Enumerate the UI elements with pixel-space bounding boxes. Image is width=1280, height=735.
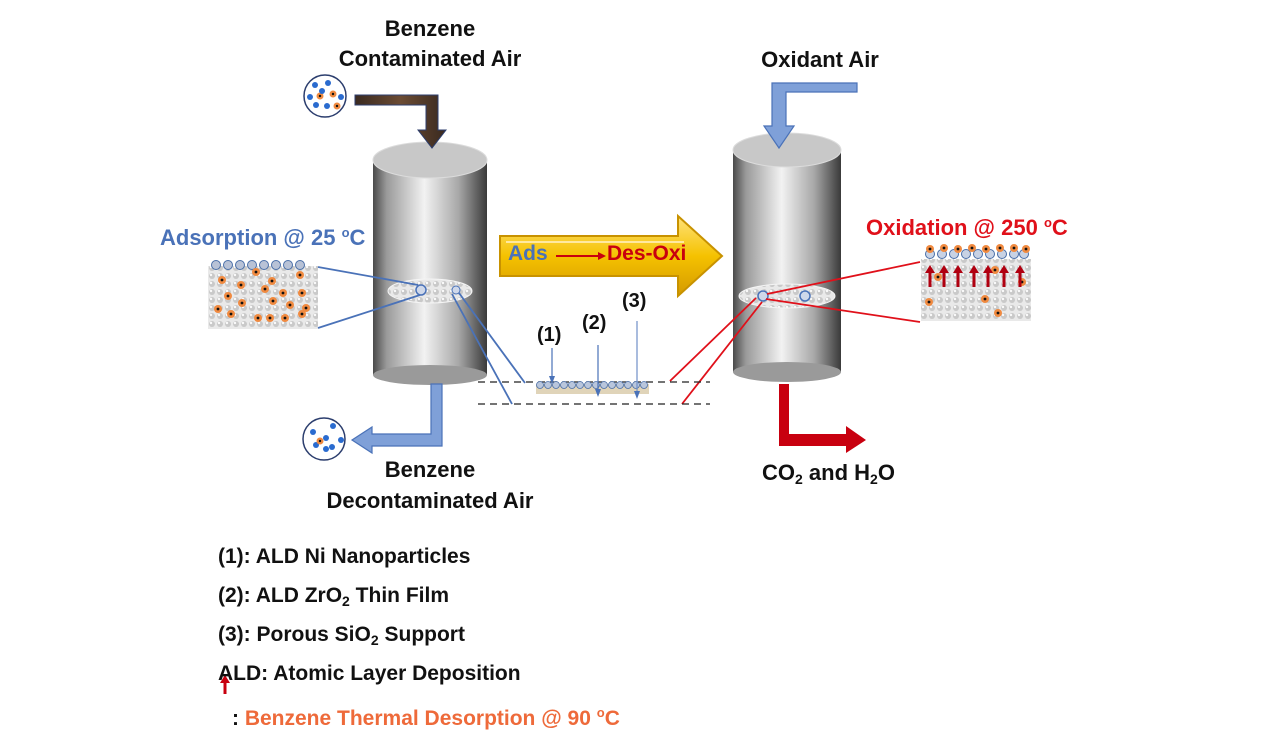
contaminated-air-inlet-arrow [354,94,448,149]
oxidation-condition-label: Oxidation @ 250 oC [866,215,1068,240]
legend-item: (1): ALD Ni Nanoparticles [218,545,471,568]
decontaminated-air-molecules-icon [302,417,346,461]
adsorption-condition-label: Adsorption @ 25 oC [160,225,366,250]
catalyst-layer-cross-section [478,321,710,405]
ni-nanoparticle [568,381,576,389]
legend: (1): ALD Ni Nanoparticles (2): ALD ZrO2 … [218,540,620,735]
ni-nanoparticle [608,381,616,389]
outlet-label-line1: Benzene [384,457,476,482]
desorption-note: : Benzene Thermal Desorption @ 90 oC [232,705,620,730]
ni-nanoparticle [560,381,568,389]
air-molecule [325,80,331,86]
air-molecule [323,446,329,452]
adsorption-column [372,141,488,385]
ni-nanoparticle [624,381,632,389]
up-arrow-icon [220,675,230,694]
outlet-label-line2: Decontaminated Air [326,488,534,513]
inlet-label-line1: Benzene [384,16,476,41]
air-molecule [307,94,313,100]
air-molecule [310,429,316,435]
contaminated-air-molecules-icon [303,74,347,118]
air-molecule [313,102,319,108]
ads-desoxi-inner-arrow [556,252,606,260]
decontaminated-air-outlet-arrow [350,383,443,455]
products-label: CO2 and H2O [762,460,895,487]
process-diagram [208,74,1031,694]
desoxi-label: Des-Oxi [607,242,687,265]
oxidation-inset [669,244,1031,405]
air-molecule [313,442,319,448]
air-molecule [338,437,344,443]
ni-nanoparticle [632,381,640,389]
ni-nanoparticle [584,381,592,389]
air-molecule [312,82,318,88]
air-molecule [329,444,335,450]
layer-marker-1: (1) [537,324,562,346]
air-molecule [330,423,336,429]
oxidant-label: Oxidant Air [761,47,879,72]
layer-marker-3: (3) [622,290,647,312]
oxidant-air-inlet-arrow [762,82,858,150]
legend-item: ALD: Atomic Layer Deposition [218,662,521,685]
ni-nanoparticle [600,381,608,389]
air-molecule [323,435,329,441]
legend-item: (3): Porous SiO2 Support [218,623,465,648]
ads-label: Ads [508,242,548,265]
air-molecule [338,94,344,100]
products-outlet-arrow [779,384,866,453]
ni-nanoparticle [576,381,584,389]
adsorption-inset [208,260,526,405]
oxidation-column [732,132,842,382]
ni-nanoparticle [552,381,560,389]
layer-marker-2: (2) [582,312,607,334]
air-molecule [319,88,325,94]
legend-item: (2): ALD ZrO2 Thin Film [218,584,449,609]
ni-nanoparticle [616,381,624,389]
ads-to-desoxi-arrow [499,213,724,299]
ni-nanoparticle [544,381,552,389]
ni-nanoparticle [640,381,648,389]
ni-nanoparticle [536,381,544,389]
air-molecule [324,103,330,109]
inlet-label-line2: Contaminated Air [338,46,522,71]
